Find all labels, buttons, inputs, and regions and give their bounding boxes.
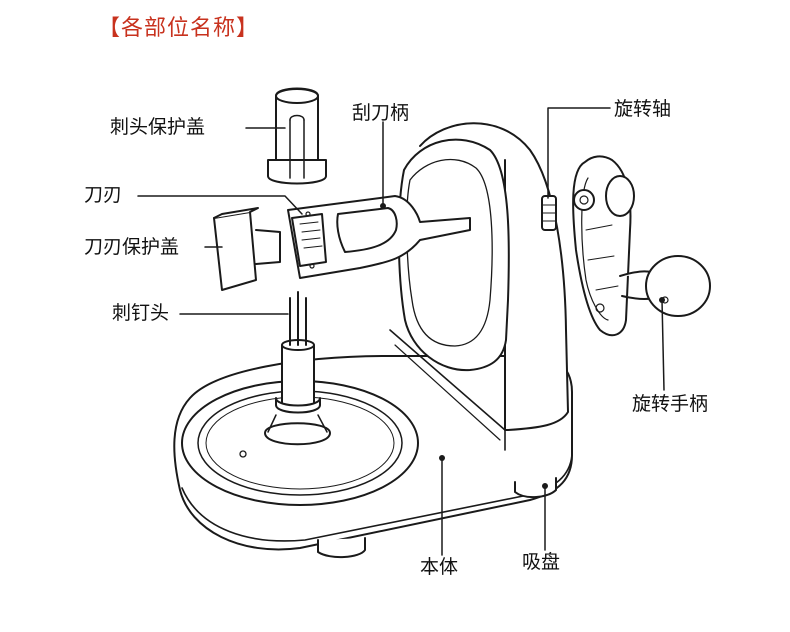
- peeler-arm: [287, 195, 471, 279]
- machine-upright: [389, 122, 569, 451]
- spike-cover: [267, 87, 327, 185]
- blade-cover: [213, 207, 281, 291]
- label-peeler-handle: 刮刀柄: [352, 102, 410, 124]
- leader-rotating-shaft: [547, 107, 611, 199]
- label-spike-cover: 刺头保护盖: [110, 116, 206, 138]
- label-blade-cover: 刀刃保护盖: [84, 236, 180, 258]
- machine-base: [173, 355, 573, 551]
- label-suction-cup: 吸盘: [522, 551, 561, 573]
- label-blade: 刀刃: [84, 184, 123, 206]
- label-spike-head: 刺钉头: [112, 302, 170, 324]
- label-body: 本体: [420, 556, 459, 578]
- crank-handle: [572, 155, 711, 337]
- leader-lines: [137, 107, 665, 556]
- label-rotating-handle: 旋转手柄: [632, 393, 709, 415]
- leader-rotating-handle: [661, 299, 665, 391]
- spike-post: [264, 291, 331, 446]
- diagram-title: 【各部位名称】: [98, 16, 260, 41]
- label-rotating-shaft: 旋转轴: [614, 98, 672, 120]
- leader-dots: [380, 203, 665, 489]
- leader-blade: [137, 195, 303, 215]
